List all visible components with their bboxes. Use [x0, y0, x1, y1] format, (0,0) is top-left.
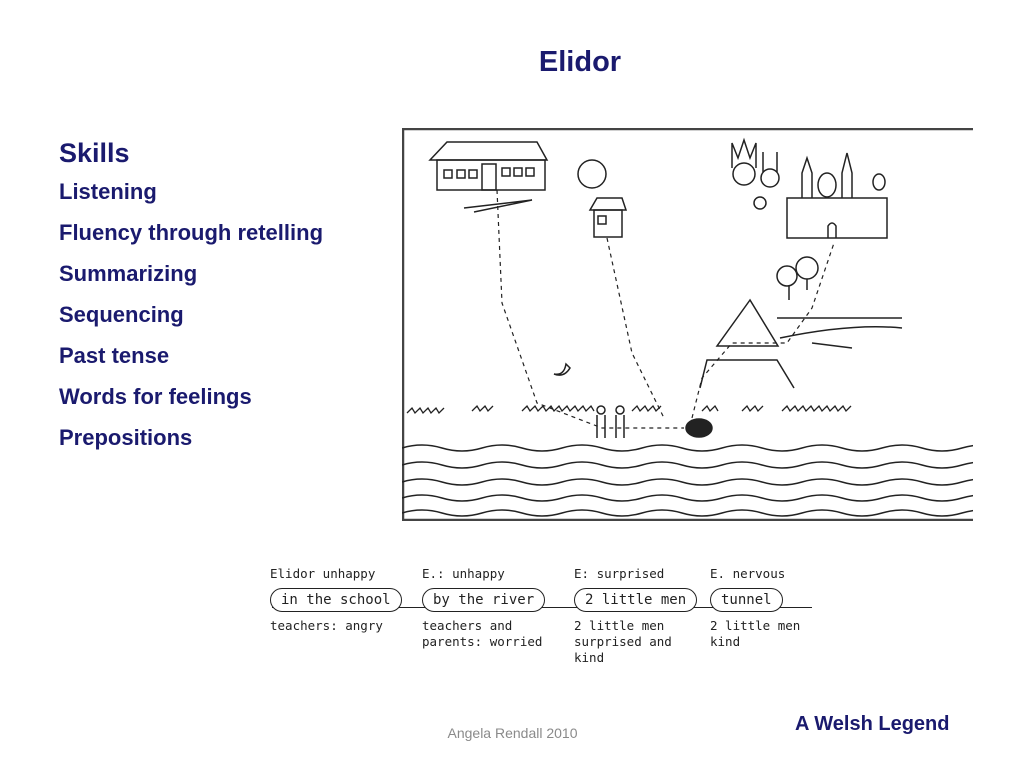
two-little-men-icon — [596, 405, 625, 438]
skill-item: Sequencing — [59, 302, 184, 327]
skill-item: Summarizing — [59, 261, 198, 286]
skill-item: Past tense — [59, 343, 170, 368]
step-place: by the river — [422, 588, 546, 612]
step-place: 2 little men — [574, 588, 698, 612]
house-icon — [588, 197, 628, 238]
skills-list: Skills Listening Fluency through retelli… — [59, 138, 323, 466]
school-icon — [428, 141, 549, 213]
skill-item: Listening — [59, 179, 157, 204]
skills-heading: Skills — [59, 138, 130, 168]
timeline-step: Elidor unhappy in the school teachers: a… — [270, 566, 402, 634]
footer-credit: Angela Rendall 2010 — [447, 725, 578, 741]
step-others: teachers: angry — [270, 618, 383, 633]
trees-icon — [776, 256, 819, 300]
skill-item: Fluency through retelling — [59, 220, 324, 245]
skill-item: Prepositions — [59, 425, 193, 450]
subtitle: A Welsh Legend — [795, 713, 950, 735]
step-others: 2 little men surprised and kind — [574, 618, 672, 665]
castle-icon — [786, 152, 888, 239]
timeline-step: E: surprised 2 little men 2 little men s… — [574, 566, 698, 666]
mountain-icon — [699, 298, 903, 389]
step-place: tunnel — [710, 588, 783, 612]
grass — [406, 404, 852, 415]
step-feeling: Elidor unhappy — [270, 566, 376, 581]
path-arrows — [496, 189, 835, 429]
step-place: in the school — [270, 588, 402, 612]
kings-icon — [731, 137, 780, 210]
story-timeline: Elidor unhappy in the school teachers: a… — [262, 566, 822, 681]
step-others: teachers and parents: worried — [422, 618, 543, 649]
step-feeling: E.: unhappy — [422, 566, 505, 581]
step-others: 2 little men kind — [710, 618, 801, 649]
boy-face-icon — [577, 159, 607, 189]
timeline-step: E. nervous tunnel 2 little men kind — [710, 566, 800, 650]
river-waves — [402, 444, 973, 517]
moon-icon — [553, 362, 571, 376]
skill-item: Words for feelings — [59, 384, 252, 409]
slide-title: Elidor — [538, 46, 622, 78]
step-feeling: E: surprised — [574, 566, 665, 581]
story-map-illustration — [402, 128, 973, 521]
stone-icon — [685, 418, 713, 438]
timeline-step: E.: unhappy by the river teachers and pa… — [422, 566, 546, 650]
step-feeling: E. nervous — [710, 566, 786, 581]
